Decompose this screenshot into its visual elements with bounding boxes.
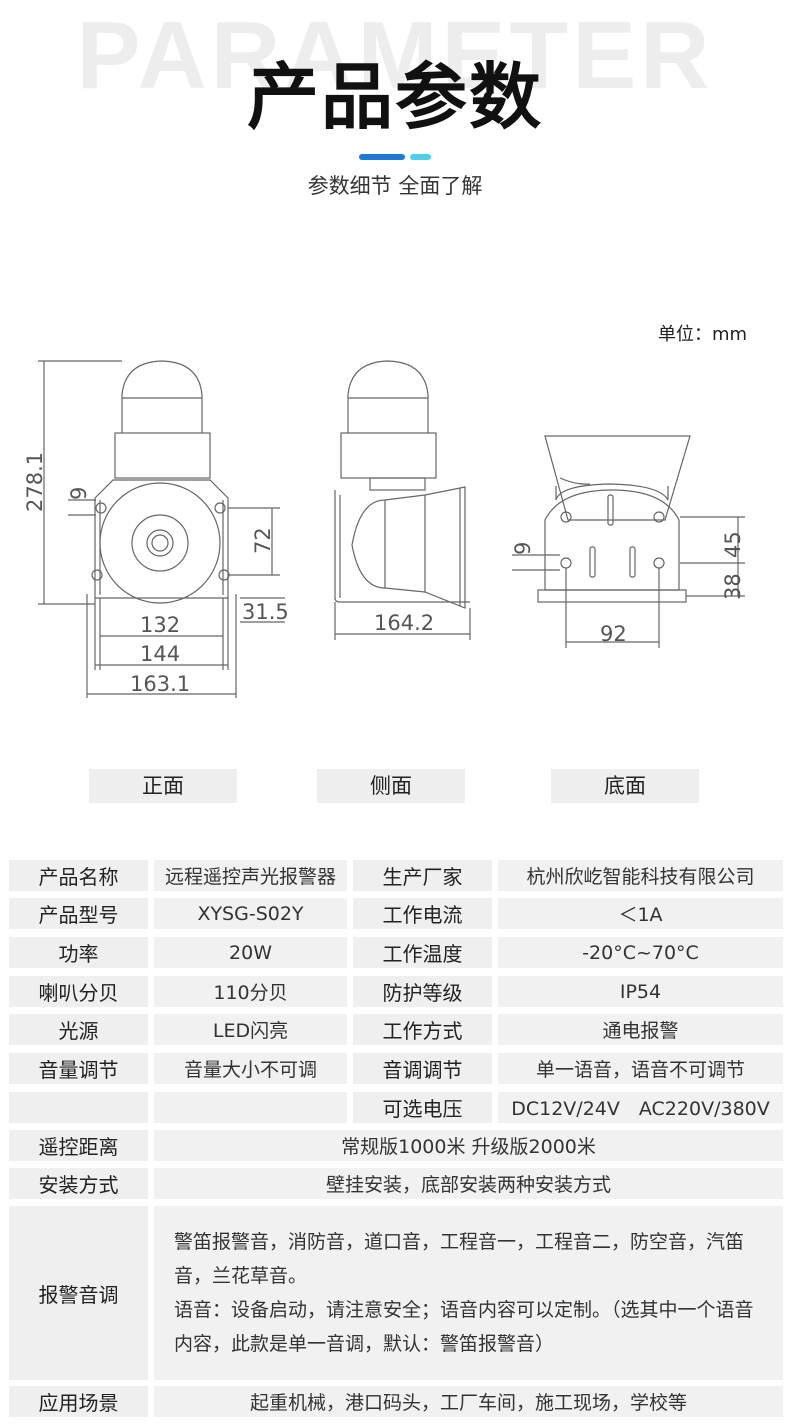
side-view-drawing xyxy=(334,360,471,640)
spec-value-light: LED闪亮 xyxy=(154,1014,347,1045)
unit-label: 单位：mm xyxy=(658,324,748,345)
view-label-bottom: 底面 xyxy=(551,769,699,803)
technical-drawing: 278.1 9 72 31.5 132 144 163.1 164.2 9 45… xyxy=(23,360,745,698)
alarm-voice-text: 语音：设备启动，请注意安全；语音内容可以定制。（选其中一个语音内容，此款是单一音… xyxy=(174,1299,754,1355)
spec-label-install: 安装方式 xyxy=(9,1168,148,1199)
dim-front-w2: 144 xyxy=(140,642,180,666)
spec-value-temp: -20°C~70°C xyxy=(498,937,783,968)
page-title: 产品参数 xyxy=(246,55,543,139)
page-subtitle: 参数细节 全面了解 xyxy=(307,174,483,198)
spec-label-model: 产品型号 xyxy=(9,898,148,929)
spec-label-empty xyxy=(9,1092,148,1123)
dim-side-depth: 164.2 xyxy=(374,611,434,635)
spec-label-remote: 遥控距离 xyxy=(9,1130,148,1161)
spec-value-alarm: 警笛报警音，消防音，道口音，工程音一，工程音二，防空音，汽笛音，兰花草音。 语音… xyxy=(154,1206,783,1380)
spec-label-mode: 工作方式 xyxy=(353,1014,492,1045)
spec-label-maker: 生产厂家 xyxy=(353,860,492,891)
view-label-front: 正面 xyxy=(89,769,237,803)
alarm-tones-text: 警笛报警音，消防音，道口音，工程音一，工程音二，防空音，汽笛音，兰花草音。 xyxy=(174,1231,745,1287)
spec-label-light: 光源 xyxy=(9,1014,148,1045)
dim-bottom-hole: 9 xyxy=(511,542,535,555)
spec-label-db: 喇叭分贝 xyxy=(9,976,148,1007)
spec-label-temp: 工作温度 xyxy=(353,937,492,968)
front-view-drawing xyxy=(38,360,285,698)
spec-value-current: ＜1A xyxy=(498,898,783,929)
spec-value-install: 壁挂安装，底部安装两种安装方式 xyxy=(154,1168,783,1199)
spec-value-scene: 起重机械，港口码头，工厂车间，施工现场，学校等 xyxy=(154,1386,783,1417)
accent-bar-blue xyxy=(359,154,405,160)
spec-value-name: 远程遥控声光报警器 xyxy=(154,860,347,891)
dim-bottom-h1: 45 xyxy=(721,531,745,558)
spec-value-remote: 常规版1000米 升级版2000米 xyxy=(154,1130,783,1161)
spec-value-model: XYSG-S02Y xyxy=(154,898,347,929)
spec-value-power: 20W xyxy=(154,937,347,968)
watermark-text: PARAMETER xyxy=(76,2,714,109)
dim-bottom-h2: 38 xyxy=(721,573,745,600)
view-label-side: 侧面 xyxy=(317,769,465,803)
dim-front-offset: 31.5 xyxy=(242,600,289,624)
dim-front-vspacing: 72 xyxy=(251,527,275,554)
spec-value-mode: 通电报警 xyxy=(498,1014,783,1045)
dim-bottom-w: 92 xyxy=(600,622,627,646)
spec-label-tone: 音调调节 xyxy=(353,1053,492,1084)
dim-front-height: 278.1 xyxy=(23,452,47,512)
spec-label-volume: 音量调节 xyxy=(9,1053,148,1084)
dim-front-hole: 9 xyxy=(67,487,91,500)
spec-label-voltage: 可选电压 xyxy=(353,1092,492,1123)
spec-value-volume: 音量大小不可调 xyxy=(154,1053,347,1084)
spec-value-voltage: DC12V/24V AC220V/380V xyxy=(498,1092,783,1123)
spec-label-scene: 应用场景 xyxy=(9,1386,148,1417)
spec-value-ip: IP54 xyxy=(498,976,783,1007)
spec-value-maker: 杭州欣屹智能科技有限公司 xyxy=(498,860,783,891)
dim-front-w3: 163.1 xyxy=(130,672,190,696)
dim-front-w1: 132 xyxy=(140,613,180,637)
spec-label-ip: 防护等级 xyxy=(353,976,492,1007)
spec-label-current: 工作电流 xyxy=(353,898,492,929)
accent-bar-cyan xyxy=(410,154,431,160)
spec-label-power: 功率 xyxy=(9,937,148,968)
spec-value-db: 110分贝 xyxy=(154,976,347,1007)
bottom-view-drawing xyxy=(512,435,745,648)
spec-value-tone: 单一语音，语音不可调节 xyxy=(498,1053,783,1084)
spec-label-alarm: 报警音调 xyxy=(9,1206,148,1380)
spec-label-name: 产品名称 xyxy=(9,860,148,891)
spec-value-empty xyxy=(154,1092,347,1123)
